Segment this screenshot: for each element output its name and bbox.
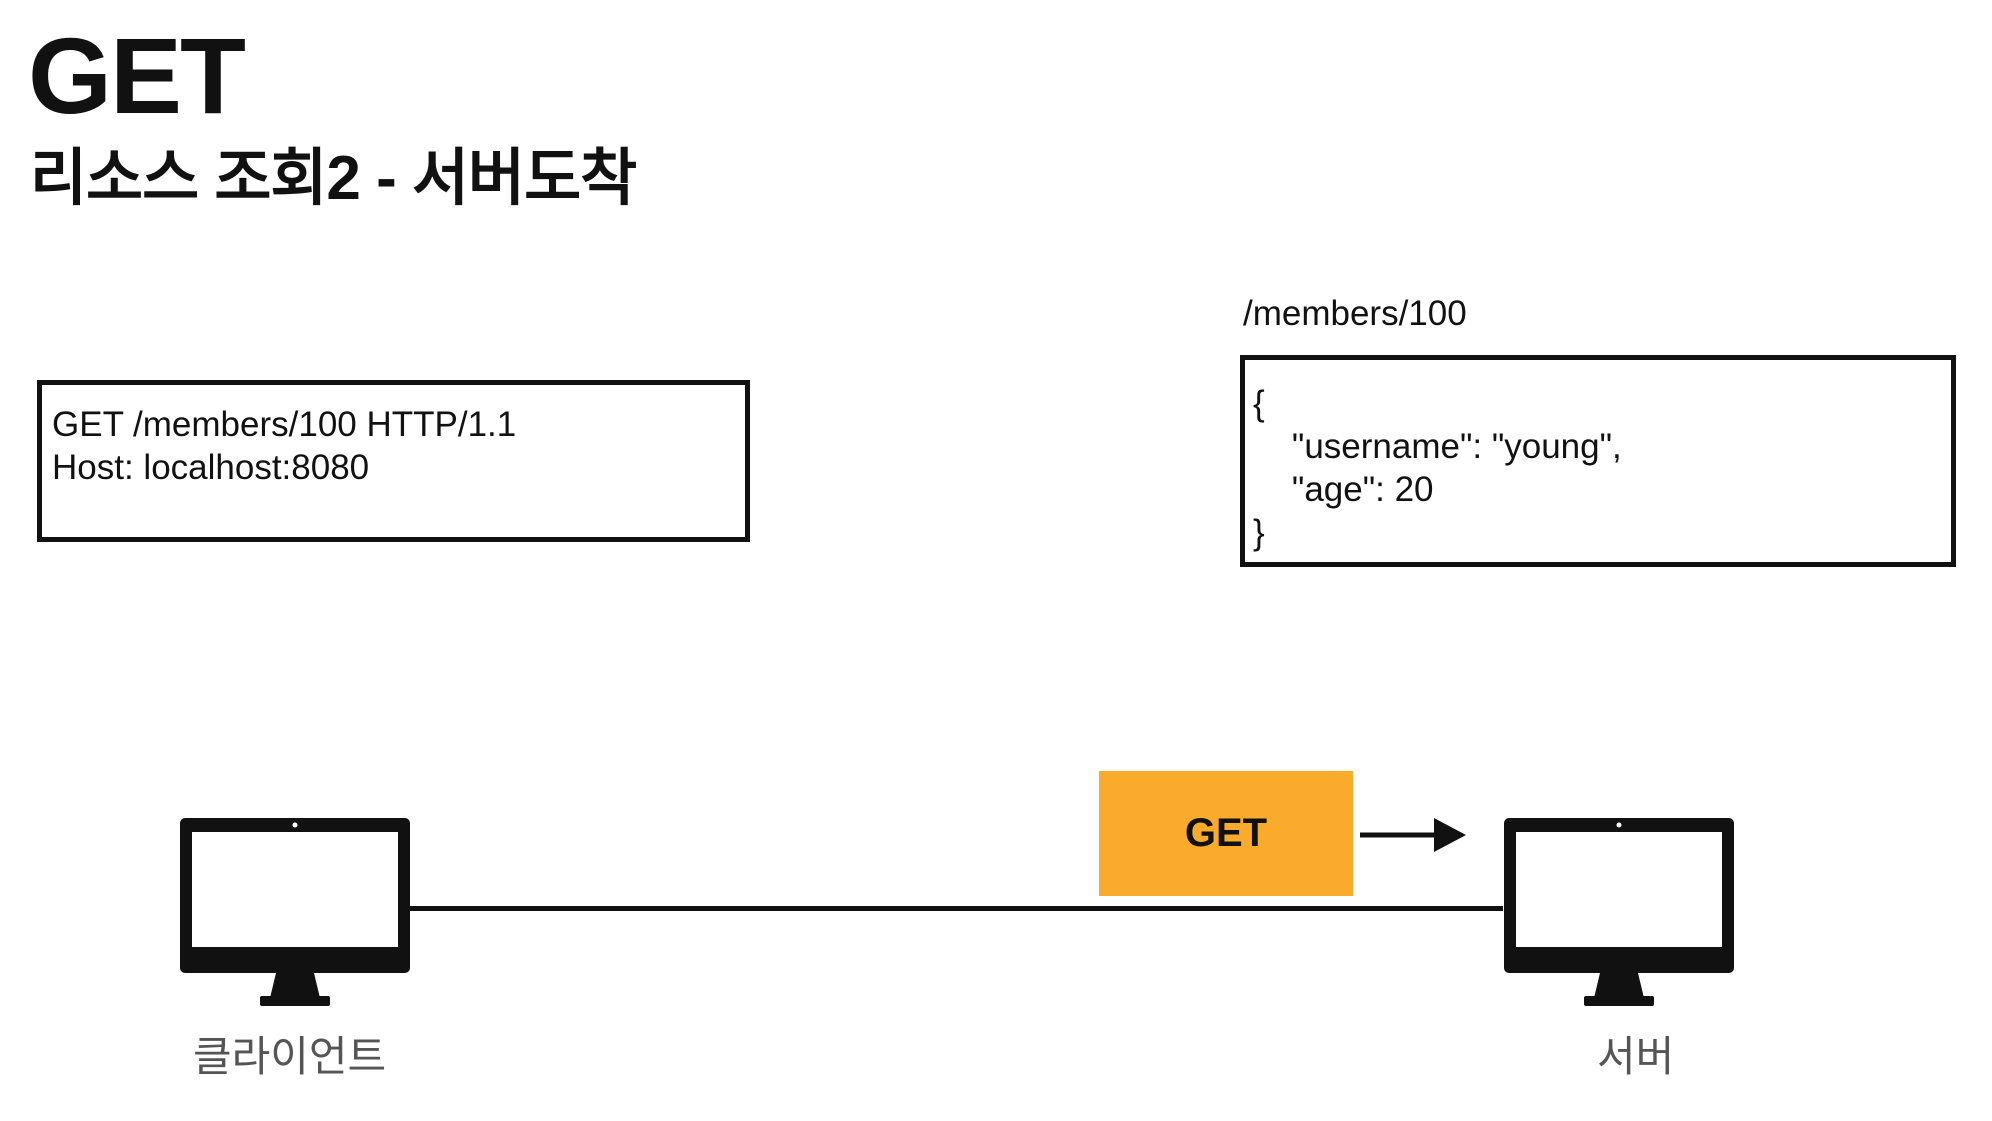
- resource-path-label: /members/100: [1243, 294, 1467, 333]
- get-message-box: GET: [1099, 771, 1353, 896]
- arrow-right-icon: [1360, 818, 1466, 852]
- http-request-box: GET /members/100 HTTP/1.1 Host: localhos…: [37, 380, 750, 542]
- client-monitor-icon: [180, 818, 410, 1006]
- resource-json-box: { "username": "young", "age": 20 }: [1240, 355, 1956, 567]
- page-title: GET: [28, 15, 246, 136]
- network-connection-line: [408, 906, 1503, 911]
- page-subtitle: 리소스 조회2 - 서버도착: [30, 144, 637, 213]
- get-message-label: GET: [1184, 811, 1268, 855]
- server-label: 서버: [1597, 1033, 1675, 1080]
- client-label: 클라이언트: [193, 1033, 387, 1080]
- server-monitor-icon: [1504, 818, 1734, 1006]
